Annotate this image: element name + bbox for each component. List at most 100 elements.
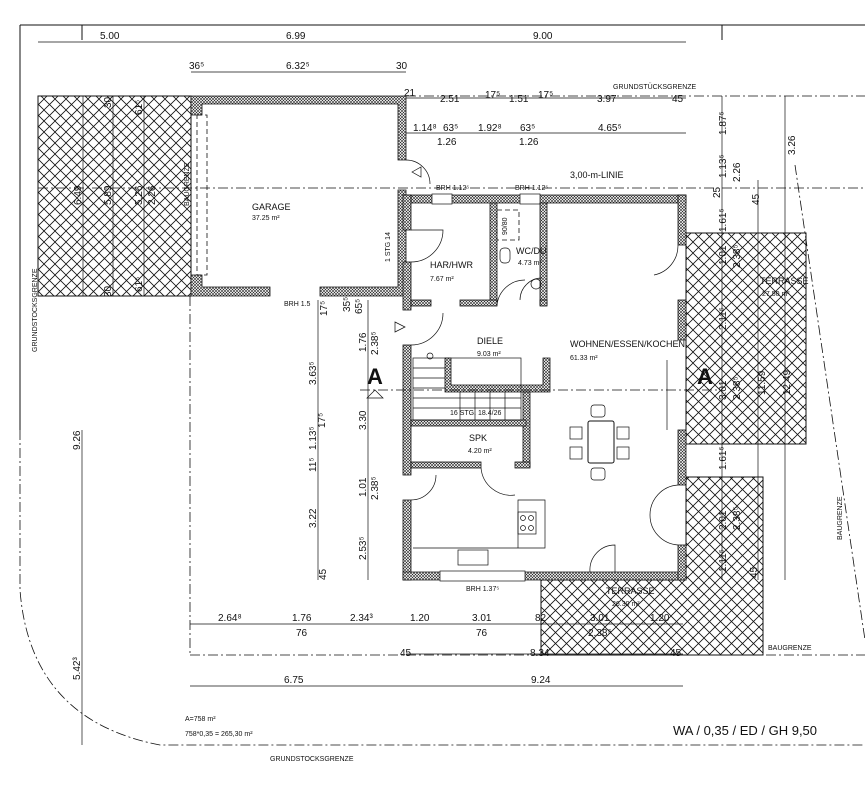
- dimension-label: 61⁵: [134, 100, 145, 115]
- plot-area-label: A=758 m²: [185, 716, 216, 723]
- dimension-label: 30: [103, 96, 114, 108]
- dimension-label: 17⁵: [538, 90, 553, 101]
- window: [439, 570, 526, 582]
- stairs-label: 16 STG. 18.4/26: [450, 410, 501, 417]
- room-area-garage: 37.25 m²: [252, 215, 280, 222]
- dimension-label: 2.26: [732, 162, 743, 182]
- dimension-label: 1.61⁵: [718, 208, 729, 232]
- dimension-label: 1.76: [292, 613, 312, 624]
- dimension-label: 36⁵: [189, 61, 204, 72]
- dimension-label: 35⁵: [342, 297, 353, 312]
- terrace-south-door[interactable]: [589, 544, 616, 573]
- dimension-label: 3.22: [308, 508, 319, 528]
- dimension-label: 2.64⁸: [218, 613, 242, 624]
- dimension-label: 2.51: [440, 94, 460, 105]
- dimension-label: 82: [535, 613, 547, 624]
- dimension-label: 2.38⁵: [588, 628, 612, 639]
- dimension-label: 3.26: [787, 135, 798, 155]
- dimension-label: 4.65⁵: [598, 123, 622, 134]
- dimension-label: 2.38⁵: [732, 244, 743, 268]
- door[interactable]: [519, 277, 543, 301]
- dimension-label: 1.26: [519, 137, 539, 148]
- terrace-door[interactable]: [653, 244, 679, 276]
- dimension-label: 12.49: [782, 370, 793, 395]
- dimension-label: 5.00: [100, 31, 120, 42]
- dimension-label: 45: [751, 193, 762, 205]
- dimension-label: 11.59: [757, 370, 768, 395]
- dimension-label: 11⁵: [308, 457, 319, 472]
- dimension-label: 1.11⁵: [718, 549, 729, 572]
- dimension-label: 1.51: [509, 94, 529, 105]
- dimension-label: 1.26: [437, 137, 457, 148]
- dimension-label: 1.01: [718, 245, 729, 265]
- room-area-diele: 9.03 m²: [477, 351, 501, 358]
- dimension-label: 3.63⁵: [308, 361, 319, 385]
- dimension-label: 45: [749, 566, 760, 578]
- sink-icon: [530, 278, 542, 290]
- build-boundary-label: BAUGRENZE: [768, 645, 812, 652]
- dimension-label: 2.11⁵: [718, 307, 729, 330]
- dimension-label: 17⁵: [317, 413, 328, 428]
- shower-size: 90/80: [502, 217, 509, 235]
- window: [519, 193, 541, 205]
- door[interactable]: [480, 467, 516, 496]
- svg-text:A: A: [367, 364, 383, 389]
- brh-label: BRH 1.12⁵: [436, 185, 469, 192]
- dimension-lines: [38, 41, 786, 745]
- dimension-label: 6.32⁵: [286, 61, 310, 72]
- dimension-label: 45: [670, 648, 682, 659]
- kitchen-counter: [413, 499, 546, 566]
- house: 16 STG. 18.4/26 90/80 HAR/HWR 7.67 m² WC…: [402, 185, 809, 608]
- dimension-label: 63⁵: [520, 123, 535, 134]
- door[interactable]: [496, 279, 526, 306]
- terrace-east-hatch: [685, 232, 807, 445]
- dimension-label: 2.38⁵: [732, 376, 743, 400]
- door[interactable]: [410, 312, 444, 346]
- room-area-wohnen: 61.33 m²: [570, 355, 598, 362]
- dimension-label: 5.89: [103, 185, 114, 205]
- dimension-label: 25: [712, 186, 723, 198]
- room-name-diele: DIELE: [477, 336, 503, 346]
- room-area-spk: 4.20 m²: [468, 448, 492, 455]
- room-name-terrasse-south: TERRASSE: [606, 586, 655, 596]
- dimension-label: 2.38⁵: [370, 331, 381, 355]
- plot-boundary-label: GRUNDSTOCKSGRENZE: [270, 756, 354, 763]
- dimension-label: 5.42³: [72, 657, 83, 680]
- room-name-wc-du: WC/DU: [516, 246, 547, 256]
- brh-label: BRH 1.12⁵: [515, 185, 548, 192]
- zoning-label: WA / 0,35 / ED / GH 9,50: [673, 723, 817, 738]
- section-marker-right: A: [360, 360, 720, 430]
- dimension-label: 30: [103, 285, 114, 297]
- door[interactable]: [410, 229, 444, 263]
- dimension-label: 1.92⁸: [478, 123, 502, 134]
- terrace-double-door[interactable]: [649, 484, 679, 546]
- garage-side-door[interactable]: [405, 159, 431, 185]
- dimension-label: 5.26: [134, 185, 145, 205]
- brh-label: BRH 1.37⁵: [466, 586, 499, 593]
- room-name-wohnen: WOHNEN/ESSEN/KOCHEN: [570, 339, 685, 349]
- garage-door[interactable]: [196, 114, 208, 276]
- dimension-label: 2.26: [147, 185, 158, 205]
- build-boundary-label: BAUGRENZE: [837, 496, 844, 540]
- entrance-marker-icon: [411, 166, 422, 178]
- dimension-label: 65⁵: [354, 299, 365, 314]
- dimension-label: 45: [318, 568, 329, 580]
- dimension-label: 1.20: [410, 613, 430, 624]
- door[interactable]: [410, 474, 437, 501]
- dimension-label: 3.97: [597, 94, 617, 105]
- dimension-label: 1.13⁵: [308, 426, 319, 450]
- dimension-label: 1.13⁵: [718, 154, 729, 178]
- plot-boundary-label: GRUNDSTOCKSGRENZE: [32, 268, 39, 352]
- room-name-garage: GARAGE: [252, 202, 291, 212]
- dimension-label: 6.49: [73, 185, 84, 205]
- garage: GARAGE 37.25 m² 1 STG 14 BRH 1.5: [190, 95, 431, 308]
- toilet-icon: [499, 247, 511, 264]
- dimension-label: 6.75: [284, 675, 304, 686]
- room-name-spk: SPK: [469, 433, 487, 443]
- room-name-terrasse-east: TERRASSE: [760, 276, 809, 286]
- dimension-label: 76: [476, 628, 488, 639]
- dimension-label: 2.38⁵: [370, 476, 381, 500]
- dimension-label: 17⁵: [319, 301, 330, 316]
- room-name-har-hwr: HAR/HWR: [430, 260, 473, 270]
